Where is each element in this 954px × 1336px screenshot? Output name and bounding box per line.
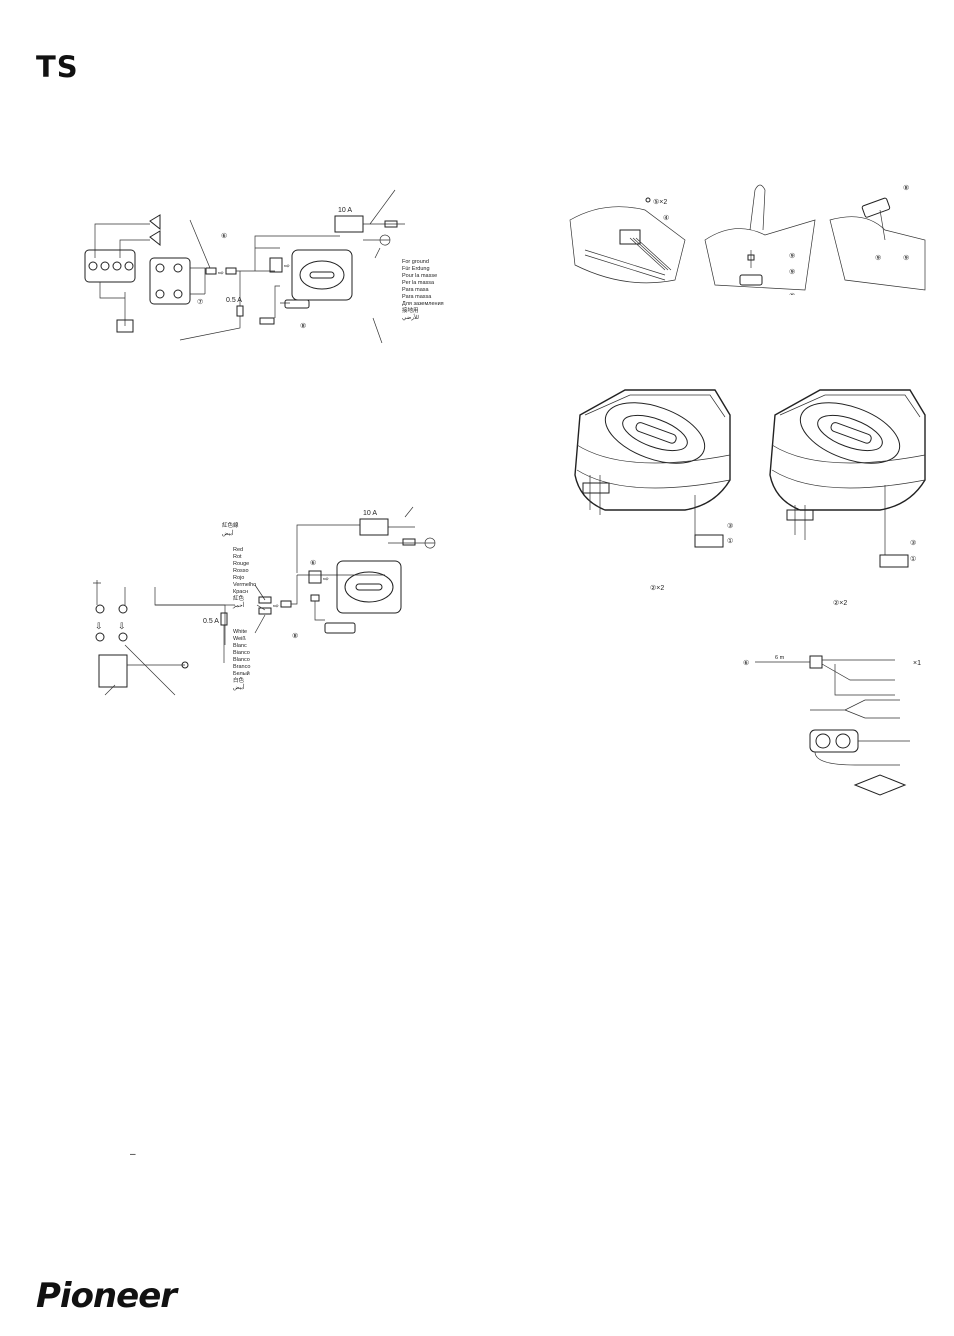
white-label: Белый xyxy=(233,670,250,677)
callout-8: ⑧ xyxy=(300,322,306,330)
ground-label: Für Erdung xyxy=(402,266,430,272)
callout-6: ⑥ xyxy=(310,559,316,567)
install-step-3: ⑧ ⑨ ⑨ xyxy=(829,184,926,291)
install-step-2: ⑨ ⑨ ⑧ xyxy=(704,184,816,295)
fuse-holder xyxy=(359,518,389,536)
small-fuse-label: 0.5 A xyxy=(203,618,219,625)
small-fuse-label: 0.5 A xyxy=(226,297,242,304)
speaker-icon xyxy=(149,230,161,247)
white-label: Bianco xyxy=(233,650,250,656)
callout-8: ⑧ xyxy=(789,292,795,295)
wiring-diagram-2: ⇩⇩ 紅色線 أبيض Red Rot Rouge Rosso Rojo Ver… xyxy=(93,506,436,696)
callout-1: ① xyxy=(727,537,733,545)
callout-9: ⑨ xyxy=(903,254,909,262)
parts-list: ⑥ 6 m ×1 xyxy=(743,655,921,796)
callout-8: ⑧ xyxy=(903,184,909,192)
remote-control-icon xyxy=(324,622,356,634)
callout-2x2: ②×2 xyxy=(833,599,847,607)
callout-9: ⑨ xyxy=(789,268,795,276)
head-unit-box xyxy=(116,319,134,333)
rca-adapter-icon xyxy=(810,699,900,719)
white-label: Weiß xyxy=(233,636,246,642)
red-label: Rot xyxy=(233,554,242,560)
ground-label: For ground xyxy=(402,259,429,265)
fuse-holder xyxy=(334,215,364,233)
ground-label: للأرضي xyxy=(402,312,419,321)
pioneer-logo: Pioneer xyxy=(36,1276,177,1316)
mounting-illustrations: ③ ① ②×2 ③ ① ②×2 xyxy=(574,389,926,607)
svg-text:⇨: ⇨ xyxy=(284,263,290,270)
svg-text:⇨: ⇨ xyxy=(323,576,329,583)
white-label: Branco xyxy=(233,664,250,670)
callout-6: ⑥ xyxy=(743,659,749,667)
power-harness-icon xyxy=(809,655,823,669)
rca-plug-group: ⇩⇩ xyxy=(95,604,128,642)
velcro-pad-icon xyxy=(853,774,907,796)
model-title: TS xyxy=(36,50,79,84)
white-label: 白色 xyxy=(233,676,245,684)
subwoofer-unit xyxy=(291,249,353,301)
callout-5x2: ⑤×2 xyxy=(653,198,667,206)
fuse-label: 10 A xyxy=(363,510,377,517)
input-converter-group xyxy=(149,257,191,305)
dash-mark: – xyxy=(130,1149,136,1160)
quantity-x1: ×1 xyxy=(913,660,921,667)
ground-label: 接地用 xyxy=(402,306,419,314)
red-label: Vermelho xyxy=(233,582,256,588)
callout-2x2: ②×2 xyxy=(650,584,664,592)
svg-text:⇨: ⇨ xyxy=(273,603,279,610)
red-label: Rojo xyxy=(233,575,244,581)
callout-9: ⑨ xyxy=(789,252,795,260)
callout-3: ③ xyxy=(910,539,916,547)
white-label: Blanco xyxy=(233,657,250,663)
callout-3: ③ xyxy=(727,522,733,530)
install-step-1: ⑤×2 ④ xyxy=(569,197,686,284)
fuse-label: 10 A xyxy=(338,207,352,214)
white-label: Blanc xyxy=(233,643,247,649)
rca-connector-group xyxy=(84,249,136,283)
callout-7: ⑦ xyxy=(197,298,203,306)
source-unit-box xyxy=(98,654,128,688)
top-label: 紅色線 xyxy=(222,521,239,529)
callout-1: ① xyxy=(910,555,916,563)
ground-label: Per la massa xyxy=(402,280,435,286)
subwoofer-unit xyxy=(336,560,402,614)
ground-label: Pour la masse xyxy=(402,273,437,279)
red-label: 紅色 xyxy=(233,594,245,602)
svg-text:⇩: ⇩ xyxy=(95,621,103,631)
red-label: أحمر xyxy=(232,600,245,609)
ground-label: Para masa xyxy=(402,287,430,293)
red-label: Красн xyxy=(233,589,248,595)
white-label: أبيض xyxy=(233,682,245,691)
red-label: Rouge xyxy=(233,561,249,567)
red-label: Rosso xyxy=(233,568,249,574)
ground-label: Para massa xyxy=(402,294,432,300)
svg-text:⇩: ⇩ xyxy=(118,621,126,631)
red-label: Red xyxy=(233,547,243,553)
subwoofer-mount-right: ③ ① ②×2 xyxy=(769,389,926,607)
callout-4: ④ xyxy=(663,214,669,222)
white-label: White xyxy=(233,629,247,635)
top-label: أبيض xyxy=(222,528,234,537)
callout-8: ⑧ xyxy=(292,632,298,640)
svg-text:⇨: ⇨ xyxy=(218,270,224,277)
subwoofer-mount-left: ③ ① ②×2 xyxy=(574,389,733,592)
ground-label: Для заземления xyxy=(402,301,444,307)
remote-control-icon xyxy=(284,299,310,309)
bass-remote-icon xyxy=(809,729,859,753)
callout-9: ⑨ xyxy=(875,254,881,262)
speaker-icon xyxy=(149,214,161,231)
cable-length: 6 m xyxy=(775,655,785,661)
callout-6: ⑥ xyxy=(221,232,227,240)
installation-illustrations: ⑤×2 ④ ⑨ ⑨ ⑧ ⑧ ⑨ ⑨ xyxy=(569,184,926,295)
wiring-diagram-1: ⇨ ⑦ ⑥ ⇨ 10 A 0.5 A ⑧ For ground Für Erdu… xyxy=(84,189,444,343)
